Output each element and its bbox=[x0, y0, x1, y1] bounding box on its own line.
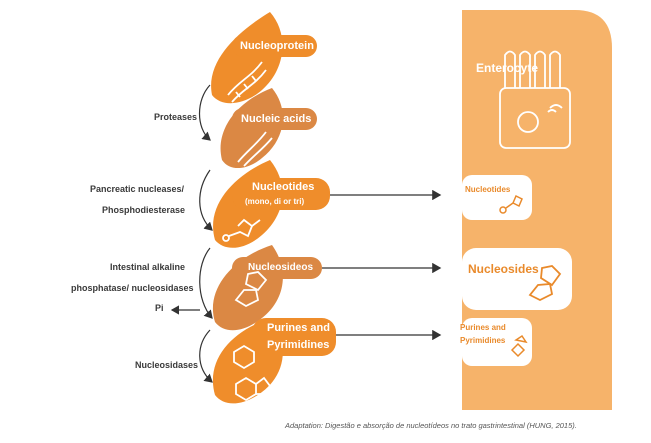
stage-purines-2: Pyrimidines bbox=[267, 339, 330, 351]
arrow-nucleosidases bbox=[199, 329, 213, 383]
enzyme-intestinal-1: Intestinal alkaline bbox=[110, 262, 186, 272]
stage-purines-1: Purines and bbox=[267, 322, 330, 334]
arrow-intestinal bbox=[199, 247, 213, 319]
enterocyte-purines-1: Purines and bbox=[460, 323, 506, 332]
nucleoside-icon bbox=[528, 265, 562, 302]
pill-nucleic-acids bbox=[232, 108, 317, 130]
enterocyte-title: Enterocyte bbox=[476, 61, 539, 75]
enterocyte-purines-2: Pyrimidines bbox=[460, 336, 506, 345]
pill-purines bbox=[252, 318, 336, 356]
purine-icon-small bbox=[510, 334, 528, 358]
enterocyte-nucleotides: Nucleotides bbox=[465, 185, 511, 194]
box-nucleotides bbox=[462, 175, 532, 220]
enterocyte-nucleosides: Nucleosides bbox=[468, 262, 539, 276]
arrow-pancreatic bbox=[199, 169, 213, 231]
box-nucleosides bbox=[462, 248, 572, 310]
enzyme-nucleosidases: Nucleosidases bbox=[135, 360, 199, 370]
nucleoside-structure-icon bbox=[234, 271, 268, 308]
nucleic-acid-icon bbox=[237, 131, 273, 167]
stage-nucleotides: Nucleotides bbox=[252, 181, 315, 193]
nucleotide-icon-small bbox=[499, 194, 523, 214]
enzyme-pancreatic-2: Phosphodiesterase bbox=[102, 205, 186, 215]
enzyme-intestinal-2: phosphatase/ nucleosidases bbox=[71, 283, 194, 293]
leaf-nucleoprotein bbox=[211, 12, 283, 104]
enzyme-pancreatic-1: Pancreatic nucleases/ bbox=[90, 184, 185, 194]
stage-nucleosides: Nucleosideos bbox=[248, 262, 314, 273]
pill-nucleoprotein bbox=[232, 35, 317, 57]
arrow-proteases bbox=[199, 84, 211, 141]
stage-nucleotides-sub: (mono, di or tri) bbox=[245, 197, 305, 206]
nucleotide-structure-icon bbox=[222, 218, 261, 242]
enterocyte-cell-icon bbox=[499, 50, 571, 149]
box-purines bbox=[462, 318, 532, 366]
figure-caption: Adaptation: Digestão e absorção de nucle… bbox=[285, 421, 577, 430]
enzyme-pi: Pi bbox=[155, 303, 164, 313]
dna-icon bbox=[227, 61, 267, 103]
stage-nucleic-acids: Nucleic acids bbox=[241, 113, 312, 125]
pill-nucleotides bbox=[232, 178, 330, 210]
purine-structure-icon bbox=[233, 344, 272, 402]
stage-nucleoprotein: Nucleoprotein bbox=[240, 40, 314, 52]
enzyme-proteases: Proteases bbox=[154, 112, 198, 122]
